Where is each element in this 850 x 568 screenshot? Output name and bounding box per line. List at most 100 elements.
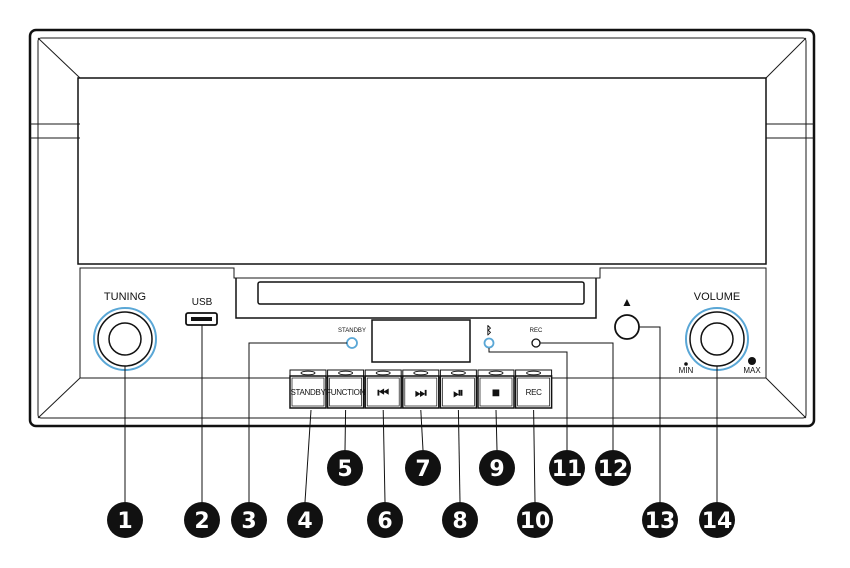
panel-top-edge	[79, 267, 767, 378]
callout-11: 11	[549, 450, 585, 486]
lid-panel	[77, 77, 767, 265]
leader-line-12	[540, 342, 614, 450]
callout-number: 1	[117, 509, 132, 534]
callout-2: 2	[184, 502, 220, 538]
callout-circle	[479, 450, 515, 486]
cabinet-outer	[28, 28, 816, 428]
corner-tl	[37, 37, 81, 79]
leader-line-4	[304, 409, 312, 503]
volume-knob-outer	[689, 311, 745, 367]
tuning-knob[interactable]	[93, 307, 157, 371]
tuning-knob-outer	[97, 311, 153, 367]
volume-label: VOLUME	[694, 291, 740, 303]
function-button-label: FUNCTION	[326, 388, 365, 397]
callout-5: 5	[327, 450, 363, 486]
callout-circle	[287, 502, 323, 538]
callout-4: 4	[287, 502, 323, 538]
leader-line-9	[495, 409, 498, 451]
leader-line-11	[488, 348, 568, 450]
callout-number: 11	[552, 457, 583, 482]
callout-number: 3	[241, 509, 256, 534]
cd-slot[interactable]	[257, 281, 585, 305]
callout-14: 14	[699, 502, 735, 538]
callout-circle	[595, 450, 631, 486]
volume-min-dot	[684, 362, 688, 366]
callout-circle	[405, 450, 441, 486]
stop-button[interactable]: ■	[477, 369, 515, 409]
callout-6: 6	[367, 502, 403, 538]
callout-13: 13	[642, 502, 678, 538]
rec-led-label: REC	[530, 328, 543, 334]
volume-knob-ring	[685, 307, 749, 371]
callout-circle	[107, 502, 143, 538]
bluetooth-icon: ᛒ	[486, 325, 493, 337]
control-panel	[79, 267, 767, 379]
leader-line-13	[639, 326, 661, 502]
leader-line-10	[533, 409, 536, 503]
callout-circle	[549, 450, 585, 486]
callout-circle	[327, 450, 363, 486]
callout-circle	[642, 502, 678, 538]
next-icon: ⏭	[415, 385, 427, 400]
function-button[interactable]: FUNCTION	[326, 369, 366, 409]
volume-max-dot	[748, 357, 756, 365]
corner-tr	[765, 37, 807, 79]
eject-button[interactable]	[614, 314, 640, 340]
callout-number: 14	[702, 509, 733, 534]
callout-circle	[442, 502, 478, 538]
cabinet-inner-frame	[37, 37, 807, 419]
callout-number: 6	[377, 509, 392, 534]
callout-circle	[184, 502, 220, 538]
rec-led	[531, 338, 541, 348]
volume-knob-center	[700, 322, 734, 356]
volume-knob[interactable]	[685, 307, 749, 371]
callout-3: 3	[231, 502, 267, 538]
callout-number: 7	[415, 457, 430, 482]
callout-number: 13	[645, 509, 676, 534]
callout-7: 7	[405, 450, 441, 486]
bluetooth-led	[483, 337, 495, 349]
display-window	[371, 319, 471, 363]
tuning-knob-ring	[93, 307, 157, 371]
leader-line-5	[344, 409, 347, 451]
leader-line-3	[248, 342, 347, 502]
tuning-label: TUNING	[104, 291, 146, 303]
previous-button[interactable]: ⏮	[364, 369, 402, 409]
standby-led	[346, 337, 358, 349]
previous-icon: ⏮	[377, 385, 389, 400]
callout-number: 2	[194, 509, 209, 534]
usb-port[interactable]	[185, 312, 218, 326]
play-pause-button[interactable]: ⏯	[439, 369, 478, 409]
tuning-knob-center	[108, 322, 142, 356]
stop-icon: ■	[492, 384, 500, 400]
play-pause-icon: ⏯	[453, 385, 463, 400]
next-button[interactable]: ⏭	[402, 369, 440, 409]
standby-led-label: STANDBY	[338, 328, 366, 334]
callout-9: 9	[479, 450, 515, 486]
rec-button[interactable]: REC	[514, 369, 553, 409]
volume-max-label: MAX	[743, 366, 761, 375]
callout-number: 4	[297, 509, 312, 534]
usb-label: USB	[192, 297, 213, 308]
callout-circle	[367, 502, 403, 538]
callout-circle	[699, 502, 735, 538]
corner-br	[765, 377, 807, 419]
callout-12: 12	[595, 450, 631, 486]
volume-min-label: MIN	[679, 366, 694, 375]
callout-8: 8	[442, 502, 478, 538]
callout-number: 8	[452, 509, 467, 534]
standby-button[interactable]: STANDBY	[289, 369, 327, 409]
rec-button-label: REC	[526, 388, 543, 397]
leader-line-8	[457, 409, 461, 503]
callout-number: 12	[598, 457, 629, 482]
standby-button-label: STANDBY	[290, 388, 326, 397]
callout-circle	[517, 502, 553, 538]
callout-10: 10	[517, 502, 553, 538]
cd-tray-recess	[235, 278, 597, 319]
leader-line-7	[420, 409, 424, 451]
cabinet	[28, 28, 816, 428]
eject-icon: ▲	[621, 295, 633, 309]
